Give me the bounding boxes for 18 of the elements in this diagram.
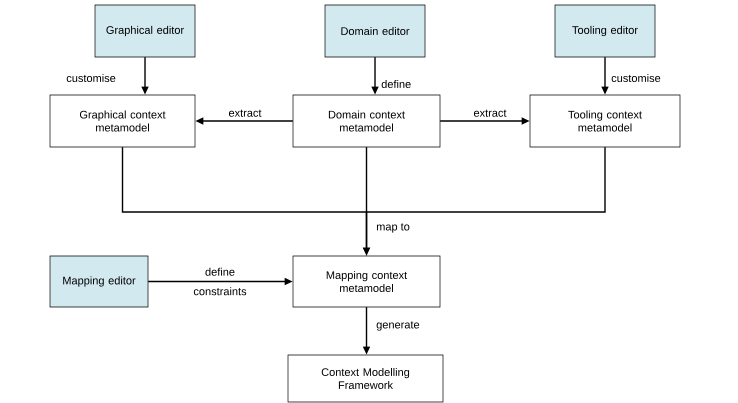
edge-label: customise xyxy=(612,74,660,82)
editor-box: Tooling editor xyxy=(554,4,656,58)
edge-label: define xyxy=(382,80,411,88)
edge-label: customise xyxy=(66,74,116,82)
metamodel-box: Mapping context metamodel xyxy=(292,256,440,308)
editor-box: Mapping editor xyxy=(50,256,148,308)
edge-label: define xyxy=(205,268,234,276)
metamodel-box: Tooling context metamodel xyxy=(530,94,680,148)
metamodel-box: Domain context metamodel xyxy=(292,94,440,148)
arrow-caption: constraints xyxy=(194,287,246,296)
edge-label: extract xyxy=(474,110,506,117)
editor-box: Graphical editor xyxy=(94,4,196,58)
edge-label: generate xyxy=(376,321,420,331)
editor-box: Domain editor xyxy=(324,4,426,58)
edge-label: extract xyxy=(228,110,262,117)
metamodel-box: Graphical context metamodel xyxy=(50,94,196,148)
metamodel-box: Context Modelling Framework xyxy=(288,354,444,402)
edge-label: map to xyxy=(376,223,410,233)
